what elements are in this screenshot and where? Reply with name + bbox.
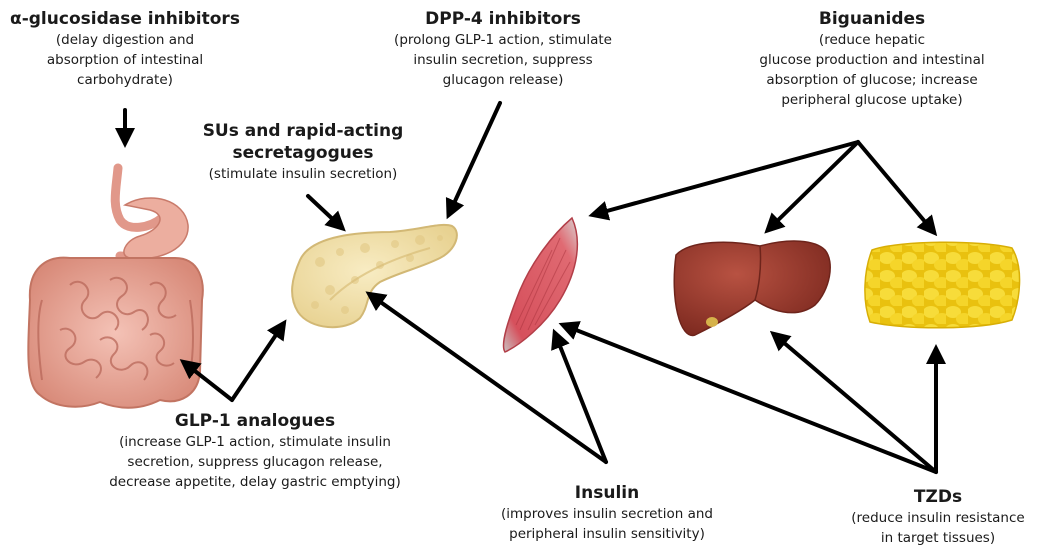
label-glp1: GLP-1 analogues (increase GLP-1 action, … <box>80 410 430 492</box>
label-su-title: SUs and rapid-acting secretagogues <box>183 120 423 164</box>
label-tzd: TZDs (reduce insulin resistance in targe… <box>830 486 1046 548</box>
label-dpp4: DPP-4 inhibitors (prolong GLP-1 action, … <box>365 8 641 90</box>
label-su-desc: (stimulate insulin secretion) <box>183 164 423 184</box>
arrow-su-pancreas <box>308 196 340 226</box>
label-glp1-desc: (increase GLP-1 action, stimulate insuli… <box>80 432 430 492</box>
label-dpp4-title: DPP-4 inhibitors <box>365 8 641 30</box>
label-big: Biguanides (reduce hepatic glucose produ… <box>727 8 1017 110</box>
arrow-dpp4-pancreas <box>450 103 500 212</box>
label-agi-title: α-glucosidase inhibitors <box>0 8 250 30</box>
label-agi-desc: (delay digestion and absorption of intes… <box>0 30 250 90</box>
arrow-tzd-muscle <box>566 326 936 472</box>
arrow-big-adipose <box>858 142 932 230</box>
label-tzd-desc: (reduce insulin resistance in target tis… <box>830 508 1046 548</box>
label-glp1-title: GLP-1 analogues <box>80 410 430 432</box>
label-ins-desc: (improves insulin secretion and peripher… <box>472 504 742 544</box>
label-big-title: Biguanides <box>727 8 1017 30</box>
adipose-illustration <box>865 242 1020 328</box>
muscle-illustration <box>503 218 577 352</box>
label-tzd-title: TZDs <box>830 486 1046 508</box>
pancreas-illustration <box>292 225 457 327</box>
label-big-desc: (reduce hepatic glucose production and i… <box>727 30 1017 110</box>
arrow-tzd-liver <box>776 336 936 472</box>
label-dpp4-desc: (prolong GLP-1 action, stimulate insulin… <box>365 30 641 90</box>
arrow-glp1-pancreas <box>232 326 282 400</box>
label-su: SUs and rapid-acting secretagogues (stim… <box>183 120 423 184</box>
intestine-illustration <box>28 168 202 408</box>
label-ins-title: Insulin <box>472 482 742 504</box>
label-agi: α-glucosidase inhibitors (delay digestio… <box>0 8 250 90</box>
liver-illustration <box>674 241 830 335</box>
label-ins: Insulin (improves insulin secretion and … <box>472 482 742 544</box>
